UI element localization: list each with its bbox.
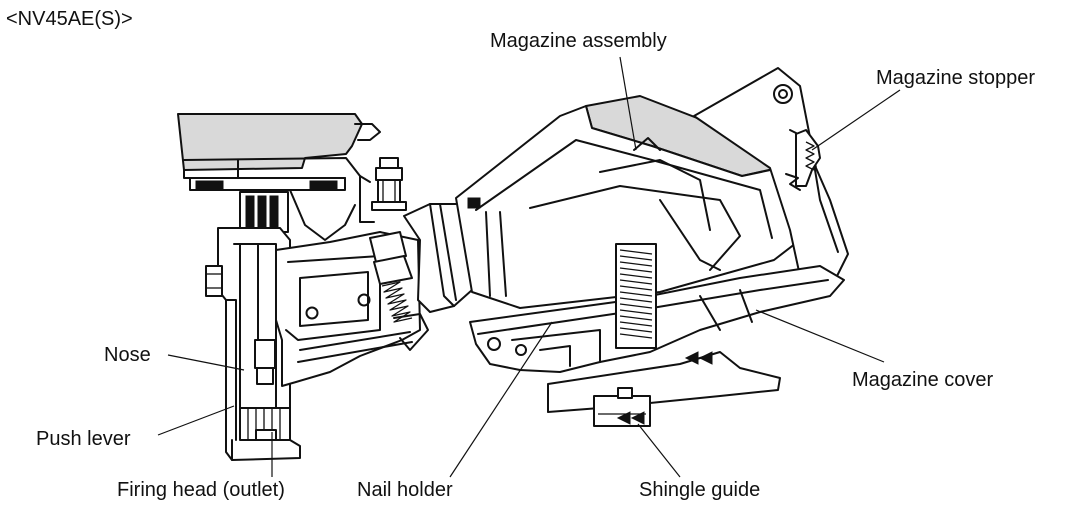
feed-spring [615, 243, 657, 349]
label-shingle-guide: Shingle guide [639, 479, 761, 501]
firing-head [239, 407, 291, 441]
shingle-guide [547, 351, 781, 427]
spring-assembly [369, 231, 429, 351]
label-magazine-assembly: Magazine assembly [490, 30, 667, 52]
label-nail-holder: Nail holder [357, 479, 453, 501]
label-magazine-cover: Magazine cover [852, 369, 994, 391]
label-firing-head: Firing head (outlet) [117, 479, 285, 501]
handle-cap [177, 113, 381, 191]
label-nose: Nose [104, 344, 151, 366]
magazine-collar [403, 203, 485, 313]
leader-lines [157, 56, 901, 478]
bolt [359, 157, 407, 223]
label-magazine-stopper: Magazine stopper [876, 67, 1035, 89]
label-push-lever: Push lever [36, 428, 131, 450]
model-title: <NV45AE(S)> [6, 8, 133, 30]
magazine-stopper [785, 129, 821, 191]
